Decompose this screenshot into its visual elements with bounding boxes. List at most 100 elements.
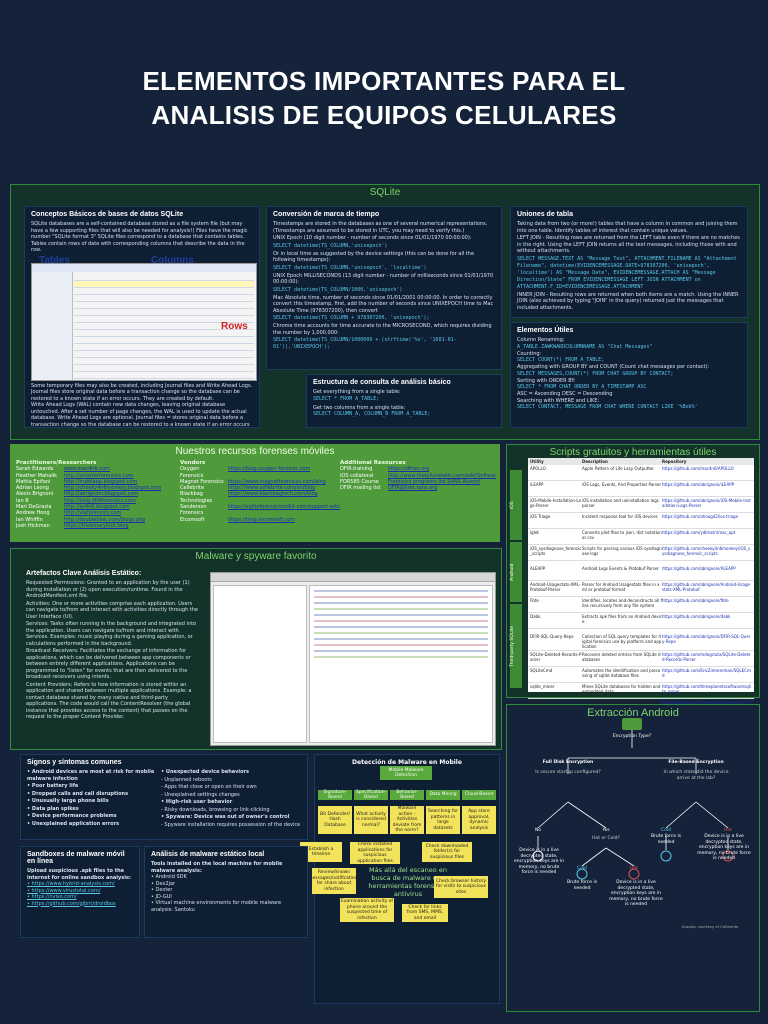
analysis-tool: • Dexter [151, 887, 173, 893]
analysis-tool: • Android SDK [151, 874, 187, 880]
title-line-1: ELEMENTOS IMPORTANTES PARA EL [142, 66, 626, 96]
scripts-cell: SQLiteCmd [530, 668, 553, 673]
concepts-title: Conceptos Básicos de bases de datos SQLi… [31, 211, 184, 218]
symptoms-title: Signos y síntomas comunes [27, 759, 122, 766]
symptom-item: - Risky downloads, browsing or link-clic… [161, 806, 270, 813]
query-structure-box: Estructura de consulta de análisis básic… [306, 374, 502, 428]
sandbox-link[interactable]: • https://nviso.com/ [27, 894, 77, 900]
ms-code: SELECT datetime(TS_COLUMN/1000,'unixepoc… [273, 286, 403, 293]
detection-type: Cloud-Based [462, 790, 496, 800]
repo-link[interactable]: https://github.com/cheeky4n6monkey/iOS_s… [662, 546, 751, 556]
resource-link[interactable]: https://www.cellebrite.com/en/blog [228, 485, 316, 492]
resources-col-2: Vendors Oxygen Forensics https://blog.oxy… [180, 460, 340, 523]
rename-code: A_TABLE.ZAWKWARDCOLUMNNAME AS "Chat Mess… [517, 343, 653, 350]
symptoms-left-list: • Android devices are most at risk for m… [27, 769, 157, 828]
detection-type: Behavior-Based [390, 790, 424, 800]
resource-link[interactable]: www.mac4n6.com [64, 466, 110, 473]
resource-link[interactable]: http://az4n6.blogspot.com [64, 504, 130, 511]
resource-link[interactable]: https://dfrws.org [388, 466, 430, 473]
scripts-heading: Scripts gratuitos y herramientas útiles [549, 447, 717, 458]
resource-link[interactable]: https://thebinaryhick.blog [64, 522, 129, 529]
sandbox-link[interactable]: • https://www.hybrid-analysis.com/ [27, 881, 115, 887]
resource-link[interactable]: https://blog.elcomsoft.com [228, 516, 296, 523]
detection-note: App store approval, dynamic analysis [462, 806, 496, 834]
repo-link[interactable]: https://github.com/abrignoni/iOS-Mobile-… [662, 498, 751, 508]
scripts-cell: Recovers deleted entries from SQLite dat… [582, 652, 661, 662]
elements-title: Elementos Útiles [517, 327, 574, 334]
sort-note: ASC = Ascending DESC = Descending [517, 391, 613, 397]
repo-link[interactable]: https://github.com/EricZimmerman/SQLECmd [662, 668, 751, 678]
extraction-heading: Extracción Android [587, 707, 679, 719]
beyond-scanning-text: Más allá del escaneo en busca de malware… [368, 866, 448, 898]
resource-link[interactable]: http://cheeky4n6monkey.blogspot.com [64, 485, 162, 492]
scripts-cell: Parser for Android Usagestats files in x… [582, 582, 660, 592]
resource-link[interactable]: http://mattiaep.blogspot.com [64, 478, 138, 485]
resource-link[interactable]: https://www.blackbagtech.com/blog [228, 491, 318, 498]
static-analysis-box: Análisis de malware estático local Tools… [144, 846, 308, 938]
hot-or-cold: Hot or Cold? [592, 836, 620, 841]
scripts-cell: iOS Triage [530, 514, 551, 519]
repo-link[interactable]: https://github.com/mac4n6/APOLLO [662, 466, 734, 471]
repo-link[interactable]: https://github.com/abrignoni/dabk [662, 614, 731, 619]
resource-link[interactable]: http://abrignoni.blogspot.com [64, 491, 139, 498]
resource-link[interactable]: https://sqliteforensictoolkit.com/suppor… [228, 504, 340, 511]
repo-link[interactable]: https://github.com/threeplanetssoftware/… [662, 684, 752, 694]
joins-p2: LEFT JOIN - Resulting rows are returned … [517, 235, 740, 254]
resource-link[interactable]: Forensics programs list SANS Alumni [388, 478, 480, 485]
resource-link[interactable]: DFIR@lists.sans.org [388, 485, 438, 492]
resource-link[interactable]: https://blog.oxygen-forensic.com [228, 466, 311, 473]
sqlite-heading: SQLite [369, 187, 401, 198]
android-manifest-screenshot [210, 572, 496, 746]
resource-link[interactable]: http://viaforensics.com [64, 510, 122, 517]
detection-note: Bit Defender/ Hash Database [318, 806, 352, 834]
resource-name: Josh Hickman [16, 522, 50, 529]
resource-link[interactable]: http://doubleblak.com/blogs.php [64, 516, 146, 523]
repo-link[interactable]: https://github.com/abrignoni/ALEAPP [662, 566, 736, 571]
symptom-item: • Data plan spikes [27, 805, 79, 812]
services-para: Services: Tasks often running in the bac… [26, 621, 197, 647]
resource-row: Adrian Leong http://cheeky4n6monkey.blogs… [16, 485, 176, 491]
resource-link[interactable]: http://www.theiphonewiki.com/wiki/Softwa… [388, 472, 496, 479]
resource-row: Oxygen Forensics https://blog.oxygen-fore… [180, 466, 340, 479]
scripts-cell: sqlite_miner [530, 684, 555, 689]
repo-link[interactable]: https://github.com/ydkhatri/mac_apt [662, 530, 736, 535]
resource-link[interactable]: https://www.magnetforensics.com/blog [228, 478, 326, 485]
scripts-cell: Android-Usagestats-XML-Protobuf-Parser [530, 582, 581, 592]
concepts-paragraph: SQLite databases are a self-contained da… [31, 221, 248, 253]
useful-elements-box: Elementos Útiles Column Renaming: A_TABL… [510, 322, 748, 428]
chrome-head: Chrome time accounts for time accurate t… [273, 323, 492, 336]
resource-name: Oxygen Forensics [180, 466, 204, 479]
fbe-cold-brute: Brute force is needed [650, 834, 682, 845]
detection-note: Malware action - Activities deviate from… [390, 806, 424, 834]
resource-name: Magnet Forensics [180, 478, 224, 485]
repo-link[interactable]: https://github.com/mdegrazia/SQLite-Dele… [662, 652, 751, 662]
col2-head: Vendors [180, 460, 206, 466]
repo-link[interactable]: https://github.com/abrignoni/iLEAPP [662, 482, 735, 487]
ms-head: UNIX Epoch MILLISECONDS (13 digit number… [273, 272, 494, 286]
repo-link[interactable]: https://github.com/abrignoni/fbte [662, 598, 729, 603]
sandboxes-title: Sandboxes de malware móvil en línea [27, 851, 125, 865]
symptom-item: • Poor battery life [27, 783, 79, 789]
repo-link[interactable]: https://github.com/abrignoni/Android-Usa… [662, 582, 750, 592]
repo-link[interactable]: https://github.com/abrignoni/DFIR-SQL-Qu… [662, 634, 751, 644]
sandbox-link[interactable]: • https://www.virustotal.com/ [27, 887, 101, 894]
resource-name: Adrian Leong [16, 485, 49, 492]
resource-row: Josh Hickman https://thebinaryhick.blog [16, 523, 176, 529]
resource-name: Heather Mahalik [16, 472, 58, 479]
repo-link[interactable]: https://github.com/ahoog42/ios-triage [662, 514, 739, 519]
count-head: Counting: [517, 350, 542, 357]
resource-link[interactable]: http://blog.d04forensics.com [64, 497, 136, 504]
scripts-cell: Extracts apk files from an Android devic… [582, 614, 662, 624]
step-examination: Examination activity of phone around the… [340, 898, 394, 922]
resource-link[interactable]: http://smarterforensics.com [64, 472, 134, 479]
sort-head: Sorting with ORDER BY: [517, 377, 576, 384]
sandbox-link[interactable]: • https://github.com/gjbnt/droidbox [27, 900, 116, 907]
